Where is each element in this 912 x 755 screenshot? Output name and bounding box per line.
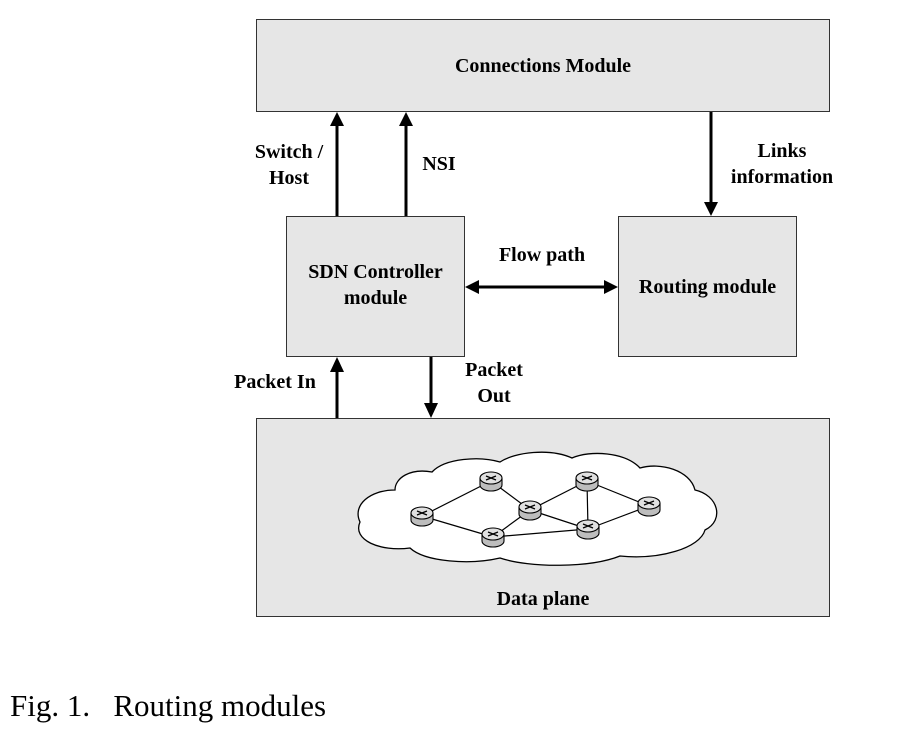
figure-caption-text: Routing modules [113, 688, 327, 723]
router-icon [479, 471, 503, 492]
nsi-label: NSI [422, 153, 456, 175]
switch-host-label: Switch / Host [244, 139, 334, 191]
nsi-arrow [399, 112, 413, 216]
router-icon [575, 471, 599, 492]
connections-module-label: Connections Module [454, 55, 632, 77]
links-information-arrow [704, 112, 718, 216]
packet-in-arrow [330, 357, 344, 418]
packet-out-arrow [424, 357, 438, 418]
sdn-controller-label-line2: module [343, 287, 408, 309]
links-information-label-line2: information [730, 166, 834, 188]
data-plane-label: Data plane [496, 588, 590, 610]
sdn-controller-label: SDN Controller module [286, 259, 465, 311]
router-icon [481, 527, 505, 548]
switch-host-arrow [330, 112, 344, 216]
packet-out-label: Packet Out [448, 357, 540, 409]
sdn-controller-label-line1: SDN Controller [308, 261, 443, 283]
router-icon [518, 500, 542, 521]
routing-module-label: Routing module [638, 276, 777, 298]
sdn-controller-module-box [286, 216, 465, 357]
connections-module-box [256, 19, 830, 112]
packet-out-label-line2: Out [477, 385, 511, 407]
router-icon [637, 496, 661, 517]
figure-caption: Fig. 1. Routing modules [10, 688, 326, 724]
switch-host-label-line2: Host [269, 167, 309, 189]
routing-module-box [618, 216, 797, 357]
links-information-label: Links information [718, 138, 846, 190]
router-icon [576, 519, 600, 540]
flow-path-arrow [465, 280, 618, 294]
router-icon [410, 506, 434, 527]
packet-out-label-line1: Packet [465, 359, 523, 381]
links-information-label-line1: Links [757, 140, 807, 162]
figure-number: Fig. 1. [10, 688, 91, 723]
packet-in-label: Packet In [234, 371, 316, 393]
router-icons [410, 471, 661, 548]
flow-path-label: Flow path [498, 244, 586, 266]
switch-host-label-line1: Switch / [254, 141, 324, 163]
